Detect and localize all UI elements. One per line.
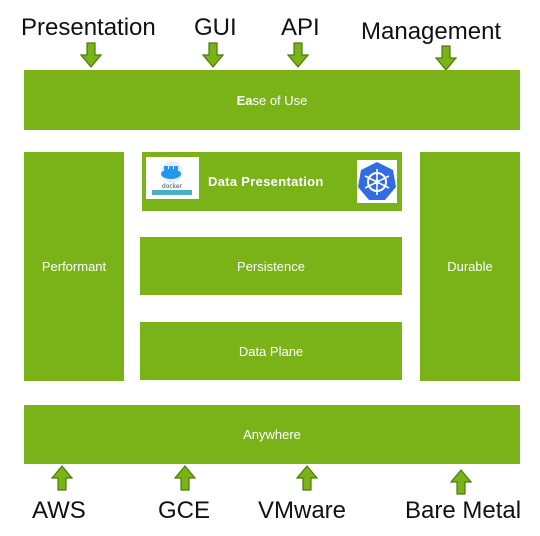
docker-logo: docker [146, 157, 199, 199]
up-arrow-icon [174, 465, 196, 491]
kubernetes-logo [357, 160, 397, 203]
anywhere-label: Anywhere [243, 427, 301, 442]
layer-anywhere: Anywhere [24, 405, 520, 464]
down-arrow-icon [202, 42, 224, 68]
layer-ease-of-use: Ease of Use [24, 70, 520, 130]
label-vmware: VMware [258, 497, 347, 524]
down-arrow-icon [80, 42, 102, 68]
down-arrow-icon [435, 45, 457, 71]
up-arrow-icon [450, 469, 472, 495]
label-api: API [281, 14, 320, 41]
label-bare-metal: Bare Metal [405, 497, 522, 524]
kubernetes-icon [358, 162, 396, 200]
up-arrow-icon [51, 465, 73, 491]
layer-performant: Performant [24, 152, 124, 381]
performant-label: Performant [41, 259, 107, 274]
ease-of-use-label: Ease of Use [236, 92, 308, 108]
svg-text:docker: docker [162, 183, 183, 190]
layer-data-presentation: docker Data Presentation [142, 152, 402, 211]
label-gce: GCE [158, 497, 211, 524]
label-management: Management [361, 18, 502, 45]
layer-data-plane: Data Plane [140, 322, 402, 380]
layer-persistence: Persistence [140, 237, 402, 295]
down-arrow-icon [287, 42, 309, 68]
layer-durable: Durable [420, 152, 520, 381]
data-plane-label: Data Plane [238, 343, 304, 359]
up-arrow-icon [296, 465, 318, 491]
label-gui: GUI [194, 14, 237, 41]
durable-label: Durable [447, 259, 493, 274]
persistence-label: Persistence [237, 258, 305, 274]
label-aws: AWS [32, 497, 86, 524]
label-presentation: Presentation [21, 14, 156, 41]
data-presentation-label: Data Presentation [208, 174, 324, 189]
